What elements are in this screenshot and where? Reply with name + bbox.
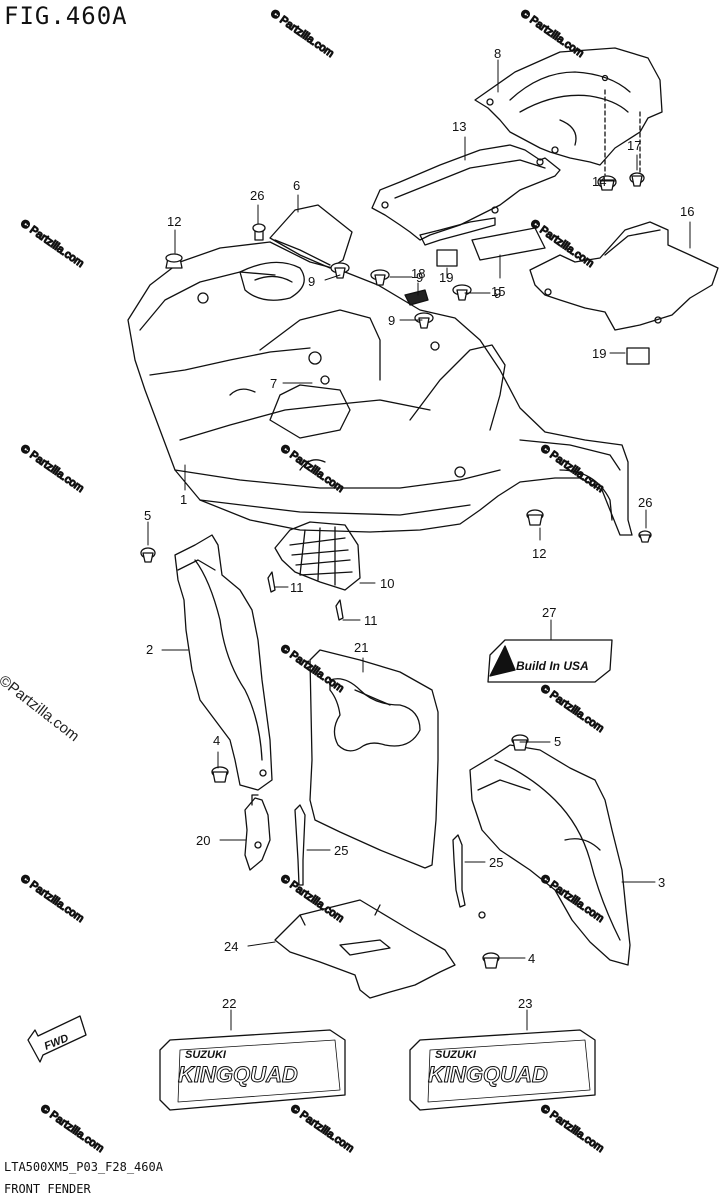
part-25-tie-left: [294, 804, 306, 886]
figure-code: LTA500XM5_P03_F28_460A: [4, 1160, 163, 1174]
callout-11b: 11: [364, 613, 378, 628]
callout-8: 8: [494, 46, 501, 61]
part-13-bracket: [371, 144, 561, 246]
callout-27: 27: [542, 605, 556, 620]
svg-text:© Partzilla.com: © Partzilla.com: [38, 1103, 106, 1155]
callout-18: 18: [411, 266, 425, 281]
callout-10: 10: [380, 576, 394, 591]
callout-11a: 11: [290, 580, 304, 595]
part-24-plate: [274, 899, 456, 999]
callout-5b: 5: [554, 734, 561, 749]
callout-26a: 26: [250, 188, 264, 203]
callout-12b: 12: [532, 546, 546, 561]
decal-22-brand: SUZUKI: [185, 1049, 227, 1061]
callout-9c: 9: [494, 286, 501, 301]
callout-16: 16: [680, 204, 694, 219]
build-in-usa-text: Build In USA: [516, 659, 589, 673]
callout-9a: 9: [416, 270, 423, 285]
svg-text:© Partzilla.com: © Partzilla.com: [278, 643, 346, 695]
fasteners-lower: [140, 547, 529, 969]
callout-15: 15: [491, 284, 505, 299]
leader-lines: [147, 59, 691, 1031]
callout-26b: 26: [638, 495, 652, 510]
part-1-front-fender: [127, 241, 633, 536]
svg-text:© Partzilla.com: © Partzilla.com: [518, 8, 586, 60]
callout-9d: 9: [388, 313, 395, 328]
svg-text:© Partzilla.com: © Partzilla.com: [18, 443, 86, 495]
part-3-right-mud-guard: [469, 744, 631, 966]
part-8-front-cover: [474, 47, 663, 166]
callout-3: 3: [658, 875, 665, 890]
callout-21: 21: [354, 640, 368, 655]
callout-1: 1: [180, 492, 187, 507]
svg-text:© Partzilla.com: © Partzilla.com: [18, 873, 86, 925]
callout-6: 6: [293, 178, 300, 193]
callout-19b: 19: [592, 346, 606, 361]
part-22-kingquad-decal: [159, 1029, 346, 1111]
svg-text:© Partzilla.com: © Partzilla.com: [268, 8, 336, 60]
part-10-vent: [274, 521, 361, 591]
part-20-bracket: [244, 794, 271, 871]
callout-labels: 1 2 3 4 4 5 5 6 7 8 9 9 9 9 10 11 11 12 …: [144, 46, 694, 1011]
svg-text:© Partzilla.com: © Partzilla.com: [288, 1103, 356, 1155]
figure-title: FIG.460A: [4, 2, 128, 30]
callout-25b: 25: [489, 855, 503, 870]
decal-23-brand: SUZUKI: [435, 1049, 477, 1061]
callout-9b: 9: [308, 274, 315, 289]
svg-text:© Partzilla.com: © Partzilla.com: [278, 873, 346, 925]
fwd-arrow-icon: [27, 1015, 87, 1063]
callout-2: 2: [146, 642, 153, 657]
part-19-block-upper: [436, 249, 458, 267]
callout-24: 24: [224, 939, 238, 954]
part-19-block-lower: [626, 347, 650, 365]
part-16-side-panel: [529, 221, 719, 331]
callout-7: 7: [270, 376, 277, 391]
callout-12a: 12: [167, 214, 181, 229]
watermark-tiles: © Partzilla.com © Partzilla.com © Partzi…: [18, 7, 607, 1156]
callout-5a: 5: [144, 508, 151, 523]
callout-14: 14: [592, 174, 606, 189]
svg-text:© Partzilla.com: © Partzilla.com: [528, 218, 596, 270]
part-2-left-mud-guard: [174, 534, 273, 791]
callout-13: 13: [452, 119, 466, 134]
callout-4a: 4: [213, 733, 220, 748]
figure-name: FRONT FENDER: [4, 1182, 91, 1196]
decal-22-model: KINGQUAD: [178, 1062, 298, 1087]
svg-text:© Partzilla.com: © Partzilla.com: [538, 683, 606, 735]
part-15-pad: [471, 227, 546, 261]
callout-22: 22: [222, 996, 236, 1011]
callout-25a: 25: [334, 843, 348, 858]
part-21-splash-panel: [309, 649, 439, 869]
svg-text:© Partzilla.com: © Partzilla.com: [18, 218, 86, 270]
part-23-kingquad-decal: [409, 1029, 596, 1111]
part-6-lid: [269, 204, 353, 269]
decal-23-model: KINGQUAD: [428, 1062, 548, 1087]
part-27-build-in-usa-decal: [487, 639, 613, 683]
callout-23: 23: [518, 996, 532, 1011]
callout-17: 17: [627, 138, 641, 153]
part-25-tie-right: [452, 834, 466, 908]
svg-text:© Partzilla.com: © Partzilla.com: [538, 1103, 606, 1155]
callout-4b: 4: [528, 951, 535, 966]
callout-19a: 19: [439, 270, 453, 285]
callout-20: 20: [196, 833, 210, 848]
